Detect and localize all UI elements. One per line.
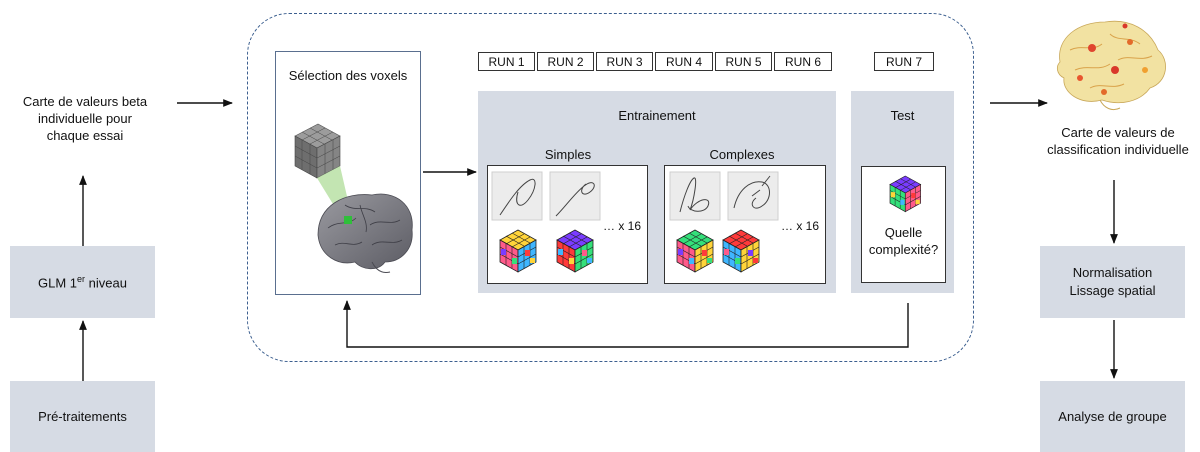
complexes-title: Complexes — [709, 147, 775, 162]
run-1: RUN 1 — [478, 52, 535, 71]
simples-title: Simples — [544, 147, 592, 162]
simples-repeat: … x 16 — [603, 219, 642, 233]
run-3: RUN 3 — [596, 52, 653, 71]
complexes-panel: … x 16 — [664, 165, 826, 284]
run-7: RUN 7 — [874, 52, 934, 71]
run-2: RUN 2 — [537, 52, 594, 71]
selection-panel: Sélection des voxels — [275, 51, 421, 295]
classification-map-label: Carte de valeurs de classification indiv… — [1047, 125, 1189, 157]
simples-panel: … x 16 — [487, 165, 648, 284]
run-5: RUN 5 — [715, 52, 772, 71]
analyse-box: Analyse de groupe — [1040, 381, 1185, 452]
question-text: Quelle complexité? — [868, 225, 939, 257]
normalisation-box: Normalisation Lissage spatial — [1040, 246, 1185, 318]
test-title: Test — [890, 108, 915, 123]
run-4: RUN 4 — [655, 52, 713, 71]
cortex-map-icon — [1056, 20, 1166, 111]
glm-box: GLM 1er niveau — [10, 246, 155, 318]
test-inner-panel: Quelle complexité? — [861, 166, 946, 283]
pipeline-container — [247, 13, 974, 362]
complexes-repeat: … x 16 — [781, 219, 820, 233]
training-title: Entrainement — [618, 108, 696, 123]
run-6: RUN 6 — [774, 52, 832, 71]
beta-map-label: Carte de valeurs beta individuelle pour … — [22, 94, 148, 143]
selection-title: Sélection des voxels — [288, 68, 408, 83]
pretraitements-box: Pré-traitements — [10, 381, 155, 452]
